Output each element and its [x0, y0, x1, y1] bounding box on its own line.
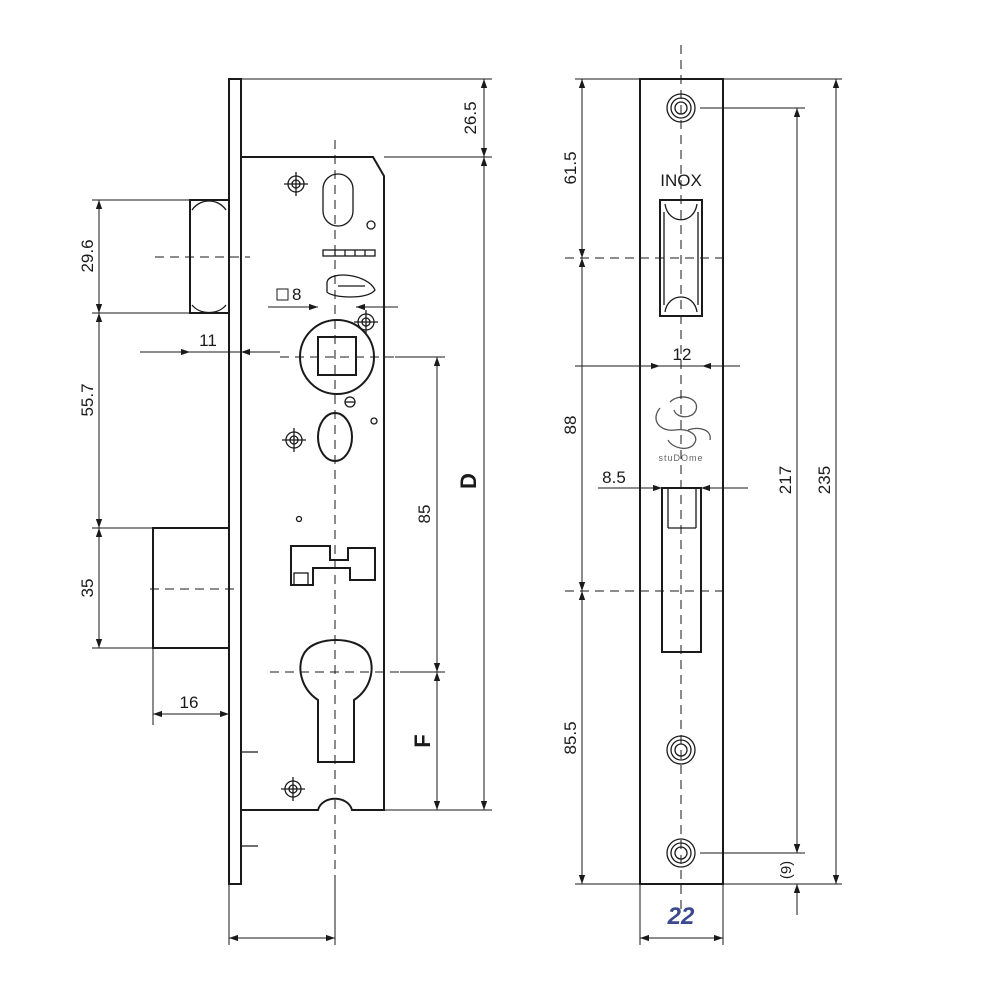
screw-icon [282, 428, 306, 452]
dim-sq-8-label: 8 [292, 285, 301, 304]
dim-85-label: 85 [415, 505, 434, 524]
dim-8-5-label: 8.5 [602, 468, 626, 487]
lock-body-side-view [150, 78, 400, 935]
dim-235-label: 235 [815, 466, 834, 494]
dim-9-label: (9) [778, 861, 795, 879]
left-dimensions: 29.6 55.7 35 11 16 8 26.5 D 85 F [78, 78, 492, 945]
dim-16-label: 16 [180, 693, 199, 712]
dim-D-label: D [456, 473, 481, 489]
indicator-rack [322, 249, 376, 257]
lock-case [241, 156, 385, 811]
faceplate-edge [228, 78, 242, 885]
faceplate-front-view: stuDOme INOX [565, 45, 725, 910]
deadbolt [152, 527, 230, 649]
dim-29-6-label: 29.6 [78, 239, 97, 272]
dim-35-label: 35 [78, 579, 97, 598]
screw-icon [284, 172, 308, 196]
follower-square [317, 336, 357, 376]
bolt-mechanism [290, 545, 376, 586]
latch-opening [659, 199, 703, 317]
slot-top [322, 173, 354, 227]
brand-logo [655, 396, 711, 450]
dim-88-label: 88 [561, 416, 580, 435]
dim-55-7-label: 55.7 [78, 383, 97, 416]
dim-12-label: 12 [673, 345, 692, 364]
oval-hole [317, 412, 353, 462]
dim-22-label: 22 [667, 903, 695, 930]
cylinder-cutout [299, 639, 373, 763]
dim-85-5-label: 85.5 [561, 721, 580, 754]
dim-26-5-label: 26.5 [461, 101, 480, 134]
screw-icon [281, 777, 305, 801]
material-label: INOX [660, 171, 702, 190]
right-dimensions: 61.5 88 85.5 12 8.5 217 235 (9) 22 [561, 78, 842, 945]
dim-217-label: 217 [776, 466, 795, 494]
dim-F-label: F [410, 734, 435, 747]
dim-61-5-label: 61.5 [561, 151, 580, 184]
latch-lever [326, 274, 376, 298]
dim-11-label: 11 [199, 331, 217, 350]
screw-icon [354, 310, 378, 334]
